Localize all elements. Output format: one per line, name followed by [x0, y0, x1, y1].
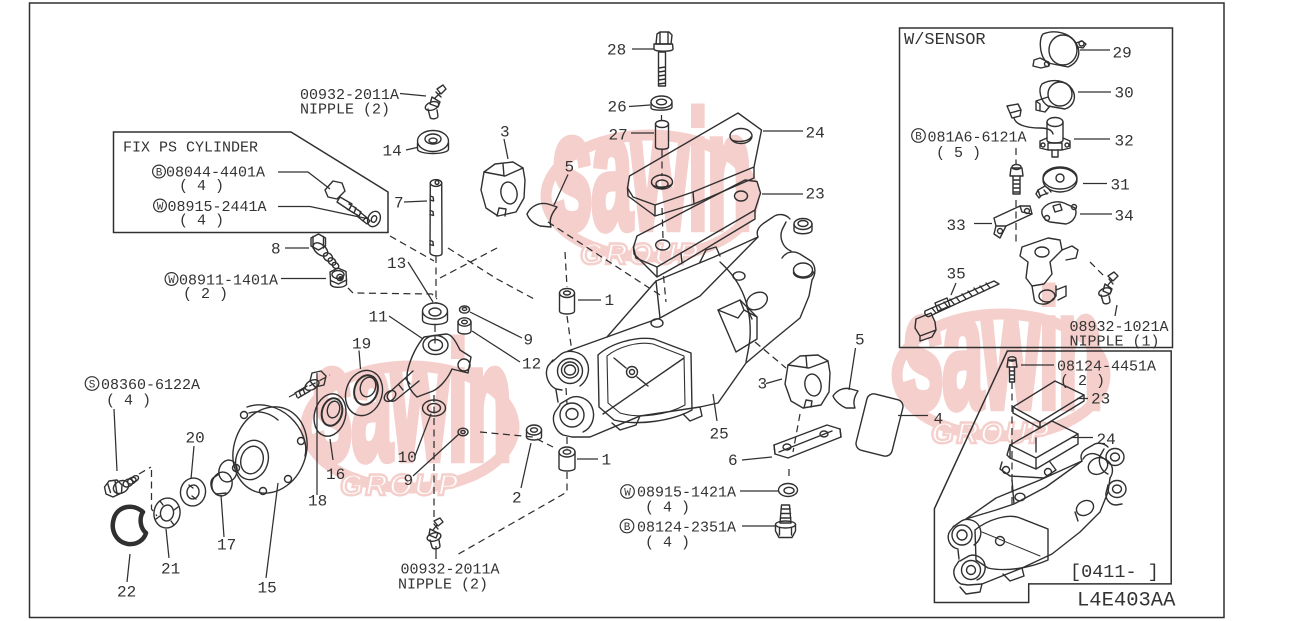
svg-text:4: 4 [934, 411, 944, 429]
svg-text:08915-1421A: 08915-1421A [637, 485, 736, 502]
svg-text:08044-4401A: 08044-4401A [166, 165, 265, 182]
svg-text:9: 9 [524, 332, 534, 350]
svg-text:6: 6 [728, 452, 738, 470]
svg-text:23: 23 [806, 186, 825, 204]
svg-text:29: 29 [1113, 45, 1132, 63]
svg-text:28: 28 [607, 42, 626, 60]
svg-text:15: 15 [258, 580, 277, 598]
svg-text:5: 5 [855, 332, 865, 350]
svg-text:3: 3 [500, 124, 510, 142]
svg-text:2: 2 [512, 490, 522, 508]
svg-text:3: 3 [758, 376, 768, 394]
svg-text:16: 16 [326, 466, 345, 484]
svg-text:10: 10 [398, 449, 417, 467]
svg-text:S: S [89, 380, 96, 392]
svg-text:1: 1 [605, 292, 615, 310]
svg-text:19: 19 [352, 336, 371, 354]
svg-text:14: 14 [383, 143, 402, 161]
svg-text:21: 21 [161, 561, 180, 579]
svg-text:08932-1021A: 08932-1021A [1070, 319, 1169, 336]
svg-text:33: 33 [947, 217, 966, 235]
svg-text:NIPPLE (2): NIPPLE (2) [398, 577, 488, 594]
svg-text:22: 22 [117, 584, 136, 602]
svg-text:5: 5 [565, 159, 575, 177]
svg-text:W: W [624, 488, 631, 500]
svg-text:13: 13 [387, 255, 406, 273]
svg-text:35: 35 [947, 266, 966, 284]
svg-text:25: 25 [710, 426, 729, 444]
svg-text:( 5 ): ( 5 ) [936, 145, 981, 162]
svg-text:W/SENSOR: W/SENSOR [904, 31, 986, 50]
svg-text:B: B [156, 168, 163, 180]
svg-text:32: 32 [1115, 133, 1134, 151]
svg-text:B: B [915, 132, 922, 144]
svg-text:[0411- ]: [0411- ] [1070, 562, 1159, 583]
svg-text:( 2 ): ( 2 ) [183, 286, 228, 303]
svg-text:( 4 ): ( 4 ) [645, 535, 690, 552]
svg-text:18: 18 [308, 493, 327, 511]
svg-text:27: 27 [609, 127, 628, 145]
svg-text:00932-2011A: 00932-2011A [401, 562, 500, 579]
svg-text:24: 24 [806, 125, 825, 143]
svg-text:081A6-6121A: 081A6-6121A [928, 130, 1027, 147]
svg-text:W: W [168, 275, 175, 287]
svg-text:( 4 ): ( 4 ) [179, 213, 224, 230]
svg-text:26: 26 [608, 99, 627, 117]
svg-text:8: 8 [271, 241, 281, 259]
svg-text:34: 34 [1115, 208, 1134, 226]
svg-text:1: 1 [602, 452, 612, 470]
svg-text:00932-2011A: 00932-2011A [300, 87, 399, 104]
svg-text:08124-2351A: 08124-2351A [637, 520, 736, 537]
svg-text:NIPPLE (2): NIPPLE (2) [300, 102, 390, 119]
svg-text:NIPPLE (1): NIPPLE (1) [1070, 334, 1160, 351]
svg-text:31: 31 [1111, 177, 1130, 195]
svg-text:W: W [157, 202, 164, 214]
svg-text:08915-2441A: 08915-2441A [168, 199, 267, 216]
svg-text:08360-6122A: 08360-6122A [101, 377, 200, 394]
svg-text:( 4 ): ( 4 ) [106, 393, 151, 410]
svg-text:23: 23 [1091, 391, 1110, 409]
svg-text:( 2 ): ( 2 ) [1060, 373, 1105, 390]
svg-text:12: 12 [522, 356, 541, 374]
svg-text:24: 24 [1097, 431, 1116, 449]
svg-text:08911-1401A: 08911-1401A [179, 273, 278, 290]
svg-text:9: 9 [404, 472, 414, 490]
svg-text:17: 17 [217, 537, 236, 555]
svg-text:FIX PS CYLINDER: FIX PS CYLINDER [123, 140, 258, 157]
svg-text:L4E403AA: L4E403AA [1077, 590, 1176, 613]
svg-text:( 4 ): ( 4 ) [645, 500, 690, 517]
svg-text:( 4 ): ( 4 ) [179, 178, 224, 195]
svg-text:B: B [624, 522, 631, 534]
svg-text:7: 7 [394, 195, 404, 213]
svg-text:20: 20 [186, 430, 205, 448]
svg-text:08124-4451A: 08124-4451A [1057, 359, 1156, 376]
svg-text:11: 11 [369, 309, 388, 327]
svg-text:30: 30 [1115, 85, 1134, 103]
